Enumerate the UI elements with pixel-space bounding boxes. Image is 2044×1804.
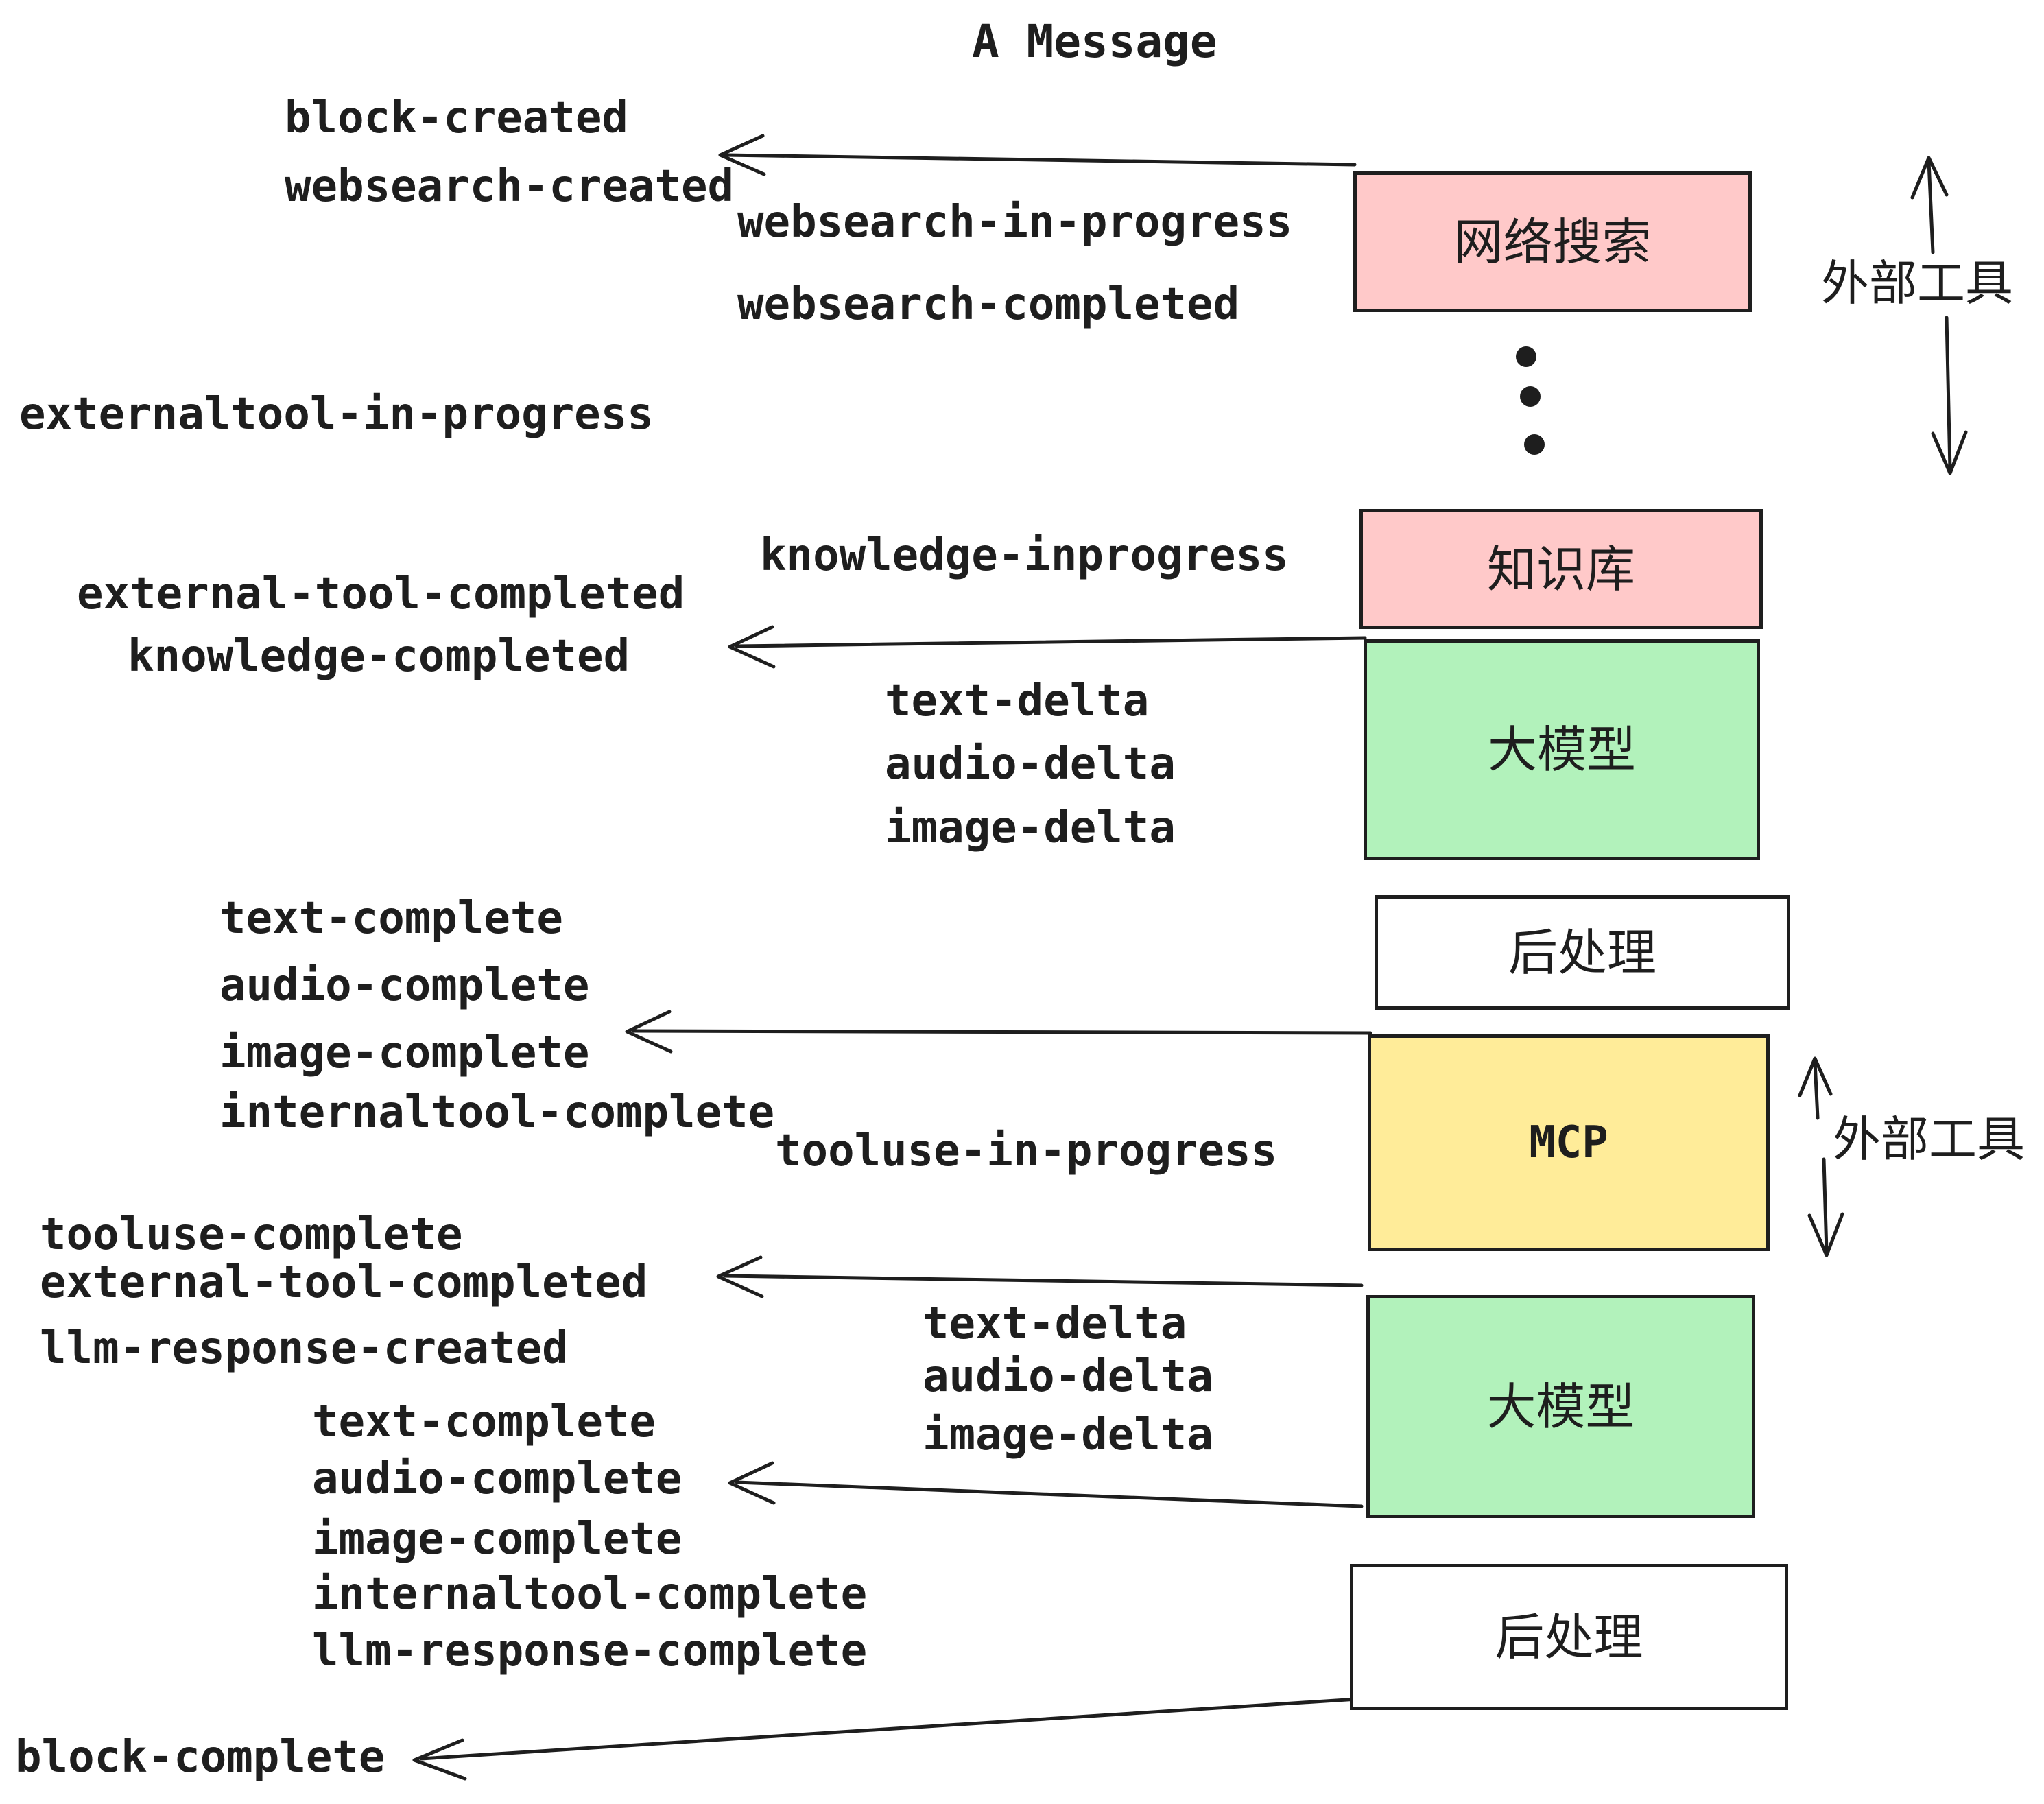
event-external-tool-completed-2: external-tool-completed xyxy=(40,1257,648,1308)
ellipsis-dot xyxy=(1524,434,1545,455)
event-text-complete-2: text-complete xyxy=(312,1397,656,1447)
box-llm-1-label: 大模型 xyxy=(1487,721,1636,779)
event-text-complete-1: text-complete xyxy=(219,893,563,944)
event-audio-complete-2: audio-complete xyxy=(312,1453,682,1504)
box-postprocess-1-label: 后处理 xyxy=(1508,923,1656,982)
event-image-delta-2: image-delta xyxy=(923,1410,1213,1460)
external-tools-1-up-arrow xyxy=(1910,156,1949,254)
box-llm-2: 大模型 xyxy=(1366,1295,1755,1518)
box-postprocess-1: 后处理 xyxy=(1375,895,1790,1010)
event-image-complete-1: image-complete xyxy=(219,1028,590,1078)
arrow-llm1-to-complete-events xyxy=(625,1010,1372,1054)
box-knowledge-label: 知识库 xyxy=(1486,540,1635,598)
box-mcp-label: MCP xyxy=(1529,1117,1608,1168)
ellipsis-dot xyxy=(1520,386,1541,407)
box-postprocess-2: 后处理 xyxy=(1350,1564,1788,1710)
event-internaltool-complete-2: internaltool-complete xyxy=(312,1569,868,1619)
event-image-delta-1: image-delta xyxy=(885,803,1176,853)
arrow-knowledge-to-completed-events xyxy=(728,625,1367,669)
event-externaltool-in-progress: externaltool-in-progress xyxy=(19,389,654,440)
event-external-tool-completed-1: external-tool-completed xyxy=(77,569,685,619)
event-image-complete-2: image-complete xyxy=(312,1514,682,1565)
box-websearch-label: 网络搜索 xyxy=(1453,213,1652,271)
event-text-delta-1: text-delta xyxy=(885,676,1150,726)
event-audio-delta-2: audio-delta xyxy=(923,1351,1213,1402)
external-tools-1-down-arrow xyxy=(1931,316,1968,475)
box-knowledge: 知识库 xyxy=(1359,509,1763,629)
event-knowledge-inprogress: knowledge-inprogress xyxy=(760,530,1289,581)
external-tools-2-up-arrow xyxy=(1798,1056,1833,1120)
event-internaltool-complete-1: internaltool-complete xyxy=(219,1087,775,1138)
box-mcp: MCP xyxy=(1368,1034,1770,1251)
external-tools-label-1: 外部工具 xyxy=(1821,255,2013,311)
diagram-title: A Message xyxy=(972,15,1217,68)
event-knowledge-completed: knowledge-completed xyxy=(128,631,630,682)
event-websearch-in-progress: websearch-in-progress xyxy=(737,197,1293,248)
event-block-complete: block-complete xyxy=(15,1732,385,1783)
event-tooluse-complete: tooluse-complete xyxy=(40,1209,463,1260)
event-audio-complete-1: audio-complete xyxy=(219,960,590,1011)
event-llm-response-created: llm-response-created xyxy=(40,1323,569,1374)
event-websearch-created: websearch-created xyxy=(285,161,735,212)
event-llm-response-complete: llm-response-complete xyxy=(312,1626,868,1676)
arrow-mcp-to-complete-events xyxy=(716,1255,1364,1298)
box-llm-2-label: 大模型 xyxy=(1486,1377,1635,1436)
arrow-websearch-to-created-events xyxy=(718,134,1357,176)
ellipsis-dot xyxy=(1516,346,1536,367)
box-postprocess-2-label: 后处理 xyxy=(1495,1608,1643,1666)
box-websearch: 网络搜索 xyxy=(1353,171,1752,312)
arrow-llm2-to-complete-events xyxy=(728,1461,1364,1508)
event-websearch-completed: websearch-completed xyxy=(737,279,1240,330)
arrow-postprocess2-to-block-complete xyxy=(412,1696,1370,1781)
event-audio-delta-1: audio-delta xyxy=(885,739,1176,790)
event-block-created: block-created xyxy=(285,93,628,143)
external-tools-2-down-arrow xyxy=(1807,1157,1844,1257)
event-tooluse-in-progress: tooluse-in-progress xyxy=(775,1126,1278,1176)
box-llm-1: 大模型 xyxy=(1364,639,1760,860)
external-tools-label-2: 外部工具 xyxy=(1833,1111,2025,1167)
event-text-delta-2: text-delta xyxy=(923,1298,1187,1349)
